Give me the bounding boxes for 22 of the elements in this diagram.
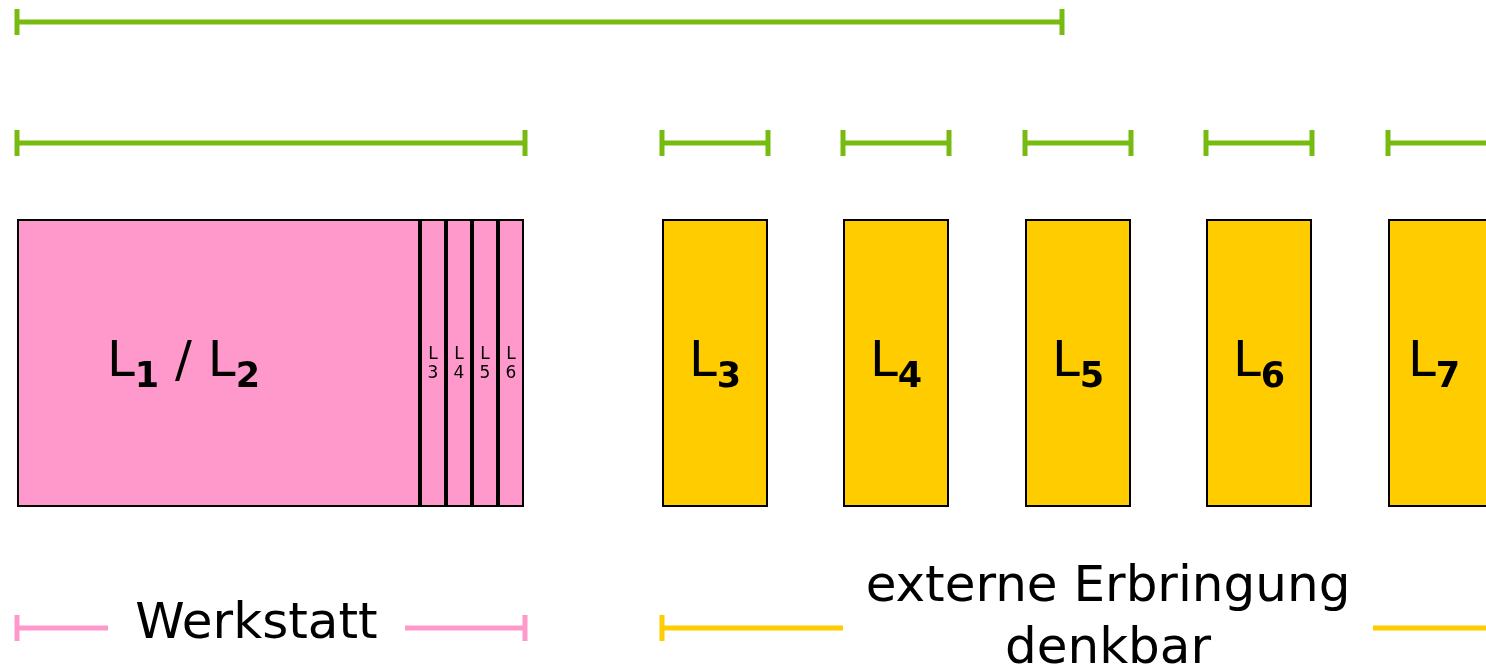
block-label: L 6 xyxy=(504,344,518,382)
block-box xyxy=(1206,219,1312,507)
narrow-segment-box xyxy=(446,219,472,507)
block-label: L 5 xyxy=(478,344,492,382)
block-label: L$_{1}$ / L$_{2}$ xyxy=(106,333,261,393)
block-label: L$_{5}$ xyxy=(1051,333,1105,393)
block-box xyxy=(1025,219,1131,507)
range-label: Werkstatt xyxy=(134,591,379,652)
block-label: L$_{4}$ xyxy=(869,333,923,393)
narrow-segment-box xyxy=(420,219,446,507)
block-box xyxy=(662,219,768,507)
block-label: L 3 xyxy=(426,344,440,382)
block-label: L$_{3}$ xyxy=(688,333,742,393)
block-label: L 4 xyxy=(452,344,466,382)
block-box xyxy=(843,219,949,507)
narrow-segment-box xyxy=(498,219,524,507)
block-label: L$_{6}$ xyxy=(1232,333,1286,393)
block-box xyxy=(17,219,420,507)
narrow-segment-box xyxy=(472,219,498,507)
block-box xyxy=(1388,219,1486,507)
range-label: externe Erbringung denkbar xyxy=(864,554,1352,667)
block-label: L$_{7}$ xyxy=(1407,333,1461,393)
